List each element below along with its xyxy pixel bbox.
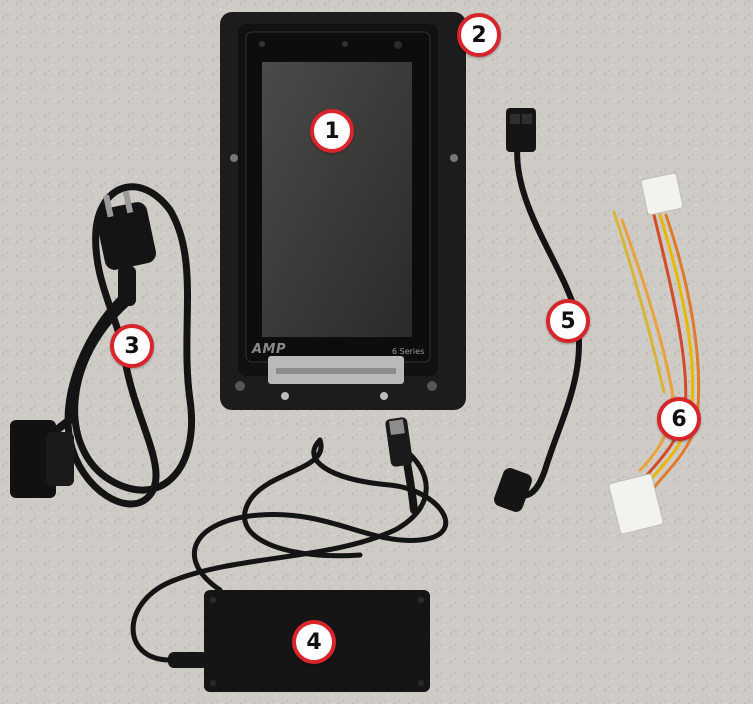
callout-marker-4: 4	[292, 620, 336, 664]
iec-connector	[10, 420, 56, 498]
display-unit	[238, 24, 438, 400]
callout-marker-6: 6	[657, 397, 701, 441]
callout-marker-2: 2	[457, 13, 501, 57]
power-plug	[95, 202, 157, 270]
barrel-jack-cable	[494, 108, 583, 512]
harness-connector-top	[640, 172, 684, 216]
callout-marker-1: 1	[310, 109, 354, 153]
callout-marker-5: 5	[546, 299, 590, 343]
screen	[262, 62, 412, 337]
brand-label: AMP	[252, 342, 287, 357]
callout-marker-3: 3	[110, 324, 154, 368]
series-label: 6 Series	[392, 347, 425, 356]
harness-connector-bottom	[608, 473, 664, 535]
